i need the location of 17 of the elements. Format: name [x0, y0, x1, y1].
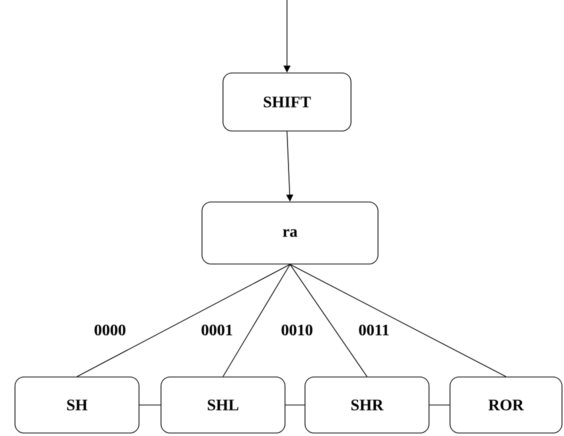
- connector-line: [76, 264, 290, 377]
- edge-label: 0011: [357, 324, 391, 336]
- process-box: SHIFT: [222, 72, 352, 132]
- edge-label: 0001: [200, 324, 234, 336]
- edge-label: 0010: [280, 324, 314, 336]
- process-box: ROR: [450, 376, 562, 434]
- connector-line: [285, 404, 305, 406]
- process-box: SH: [14, 376, 140, 434]
- process-box: ra: [202, 202, 378, 264]
- process-box: SHR: [304, 376, 430, 434]
- connector-line: [222, 264, 290, 377]
- process-box: SHL: [160, 376, 286, 434]
- connector-line: [429, 404, 450, 406]
- connector-line: [139, 404, 161, 406]
- edge-label: 0000: [93, 324, 127, 336]
- connector-line: [290, 264, 368, 377]
- connector-line: [290, 264, 506, 377]
